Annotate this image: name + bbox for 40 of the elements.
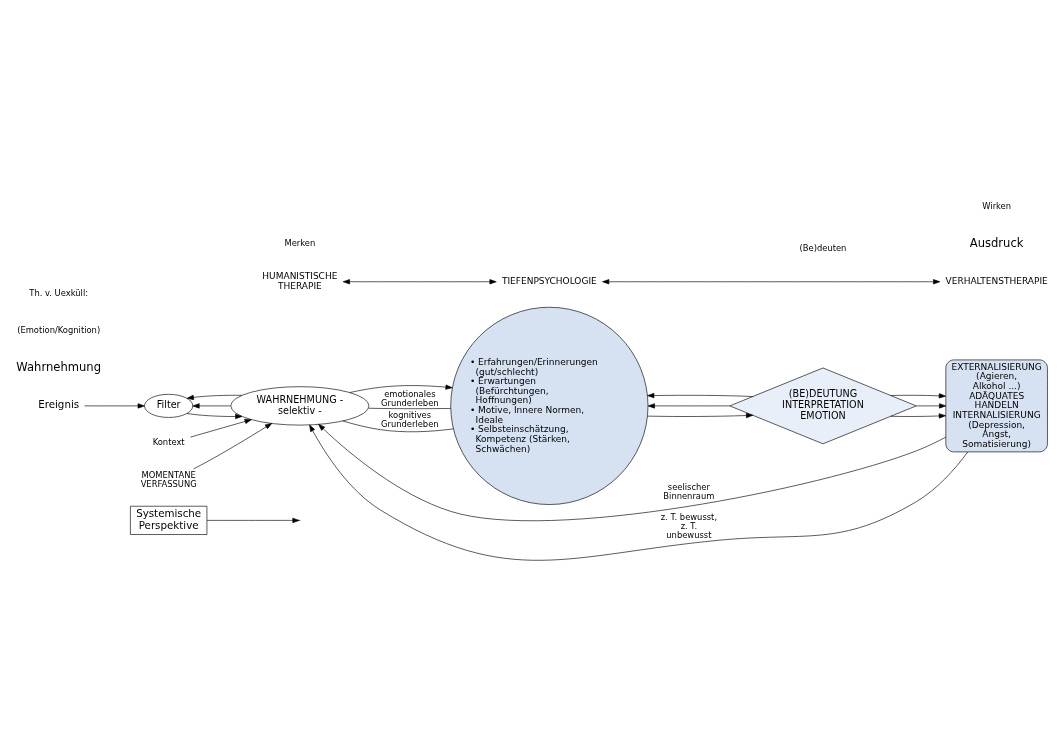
- node-box: EXTERNALISIERUNG (Agieren, Alkohol ...) ADÄQUATES HANDELN INTERNALISIERUNG (Depression, Angst, Somatisierung): [945, 359, 1048, 453]
- arrow: [193, 423, 273, 470]
- label: (Be)deuten: [799, 242, 847, 253]
- node-text: VERHALTENSTHERAPIE: [945, 276, 1048, 287]
- node-text: Kontext: [152, 437, 185, 448]
- arrow: [890, 413, 946, 419]
- arrow: [647, 412, 754, 419]
- arrow: [602, 279, 941, 285]
- edge-label: kognitives Grunderleben: [381, 410, 439, 430]
- arrow: [647, 393, 754, 399]
- arrow: [84, 403, 145, 409]
- node-circle: • Erfahrungen/Erinnerungen (gut/schlecht) • Erwartungen (Befürchtungen, Hoffnungen) • Motive, Innere Normen, Ideale • Selbsteinschätzung, Kompetenz (Stärken, Schwächen): [450, 306, 649, 505]
- label: Wirken: [982, 201, 1012, 212]
- node-text: TIEFENPSYCHOLOGIE: [501, 276, 597, 287]
- arrow: [890, 393, 946, 399]
- edge-label: z. T. bewusst, z. T. unbewusst: [660, 511, 718, 540]
- label: Th. v. Uexküll:: [29, 288, 89, 299]
- label: Ausdruck: [969, 236, 1024, 251]
- node-box: Systemische Perspektive: [130, 505, 208, 535]
- arrow: [190, 418, 252, 438]
- arrow: [309, 424, 969, 561]
- edge-label: seelischer Binnenraum: [663, 481, 715, 501]
- arrow: [349, 384, 453, 393]
- node-text: MOMENTANE VERFASSUNG: [140, 470, 197, 490]
- label: Merken: [284, 238, 316, 248]
- node-text: HUMANISTISCHE THERAPIE: [262, 271, 338, 291]
- arrow: [318, 424, 947, 521]
- label: Wahrnehmung: [16, 360, 102, 375]
- arrow: [647, 403, 731, 409]
- arrow: [342, 279, 497, 285]
- node-diamond: (BE)DEUTUNG INTERPRETATION EMOTION: [729, 367, 917, 445]
- edge-label: emotionales Grunderleben: [381, 389, 439, 409]
- arrow: [186, 413, 243, 420]
- label: (Emotion/Kognition): [17, 325, 101, 336]
- node-text: Ereignis: [38, 398, 80, 411]
- arrow: [186, 394, 243, 400]
- connector: [368, 407, 451, 409]
- connector: [342, 420, 454, 433]
- arrow: [192, 403, 231, 409]
- arrow: [916, 403, 947, 409]
